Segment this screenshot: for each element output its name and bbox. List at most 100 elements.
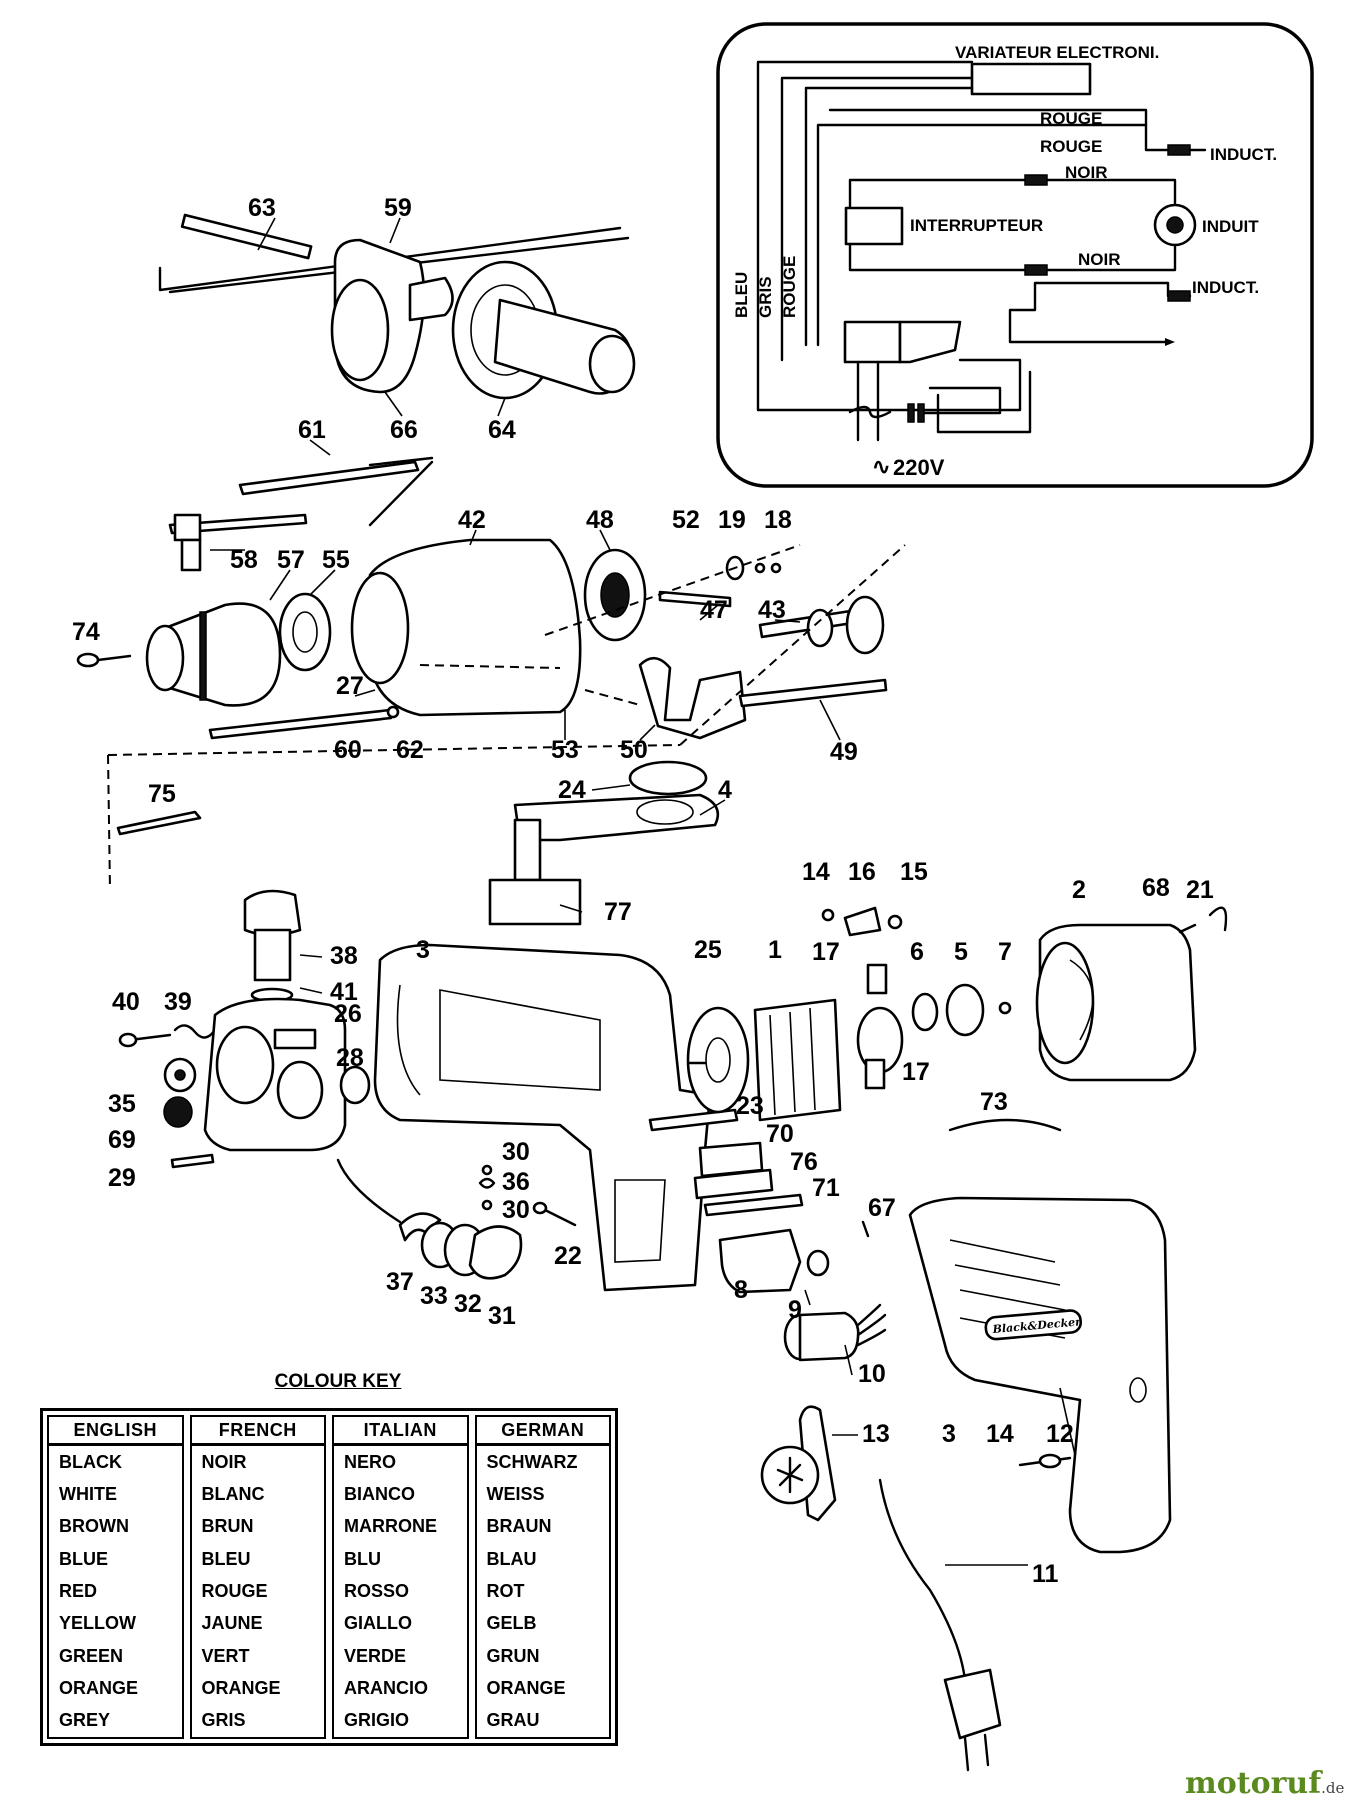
part-number: 63 xyxy=(248,194,276,222)
colour-cell: GRIS xyxy=(201,1710,246,1731)
part-number: 47 xyxy=(700,596,728,624)
part-number: 57 xyxy=(277,546,305,574)
colour-cell: GELB xyxy=(486,1613,537,1634)
site-watermark: motoruf.de xyxy=(1185,1766,1344,1801)
part-number: 8 xyxy=(734,1276,748,1304)
colour-cell: ROUGE xyxy=(201,1580,268,1601)
colour-cell: GRIGIO xyxy=(344,1710,410,1731)
column-header: GERMAN xyxy=(476,1417,609,1446)
colour-cell: GREEN xyxy=(59,1645,124,1666)
part-number: 27 xyxy=(336,672,364,700)
part-number: 39 xyxy=(164,988,192,1016)
colour-key-title: COLOUR KEY xyxy=(274,1371,402,1392)
wire-label-gris: GRIS xyxy=(756,276,775,318)
part-number: 31 xyxy=(488,1302,516,1330)
part-number: 24 xyxy=(558,776,586,804)
part-number: 75 xyxy=(148,780,176,808)
wire-label-rouge-vertical: ROUGE xyxy=(780,256,799,318)
part-number: 37 xyxy=(386,1268,414,1296)
part-number: 23 xyxy=(736,1092,764,1120)
main-body-assembly: Black&Decker xyxy=(116,760,1228,1772)
part-number: 19 xyxy=(718,506,746,534)
part-number: 14 xyxy=(986,1420,1014,1448)
colour-cell: NOIR xyxy=(201,1451,247,1472)
part-number: 13 xyxy=(862,1420,890,1448)
colour-cell: BRUN xyxy=(201,1516,254,1537)
part-number: 33 xyxy=(420,1282,448,1310)
colour-cell: GRUN xyxy=(486,1645,540,1666)
colour-cell: BIANCO xyxy=(344,1483,415,1504)
part-number: 66 xyxy=(390,416,418,444)
part-number: 11 xyxy=(1032,1560,1059,1588)
colour-cell: BRAUN xyxy=(486,1516,552,1537)
part-number: 10 xyxy=(858,1360,886,1388)
part-number: 21 xyxy=(1186,876,1214,904)
part-number: 43 xyxy=(758,596,786,624)
part-number: 35 xyxy=(108,1090,136,1118)
part-number: 42 xyxy=(458,506,486,534)
colour-cell: BROWN xyxy=(59,1516,129,1537)
colour-cell: ORANGE xyxy=(59,1677,139,1698)
colour-cell: WHITE xyxy=(59,1483,117,1504)
wire-label-interrupteur: INTERRUPTEUR xyxy=(910,216,1043,235)
part-number: 17 xyxy=(812,938,840,966)
colour-key-column-french: FRENCH NOIR BLANC BRUN BLEU ROUGE JAUNE … xyxy=(189,1415,326,1739)
part-number: 3 xyxy=(416,936,430,964)
colour-cell: BLACK xyxy=(59,1451,122,1472)
part-number: 36 xyxy=(502,1168,530,1196)
part-number: 5 xyxy=(954,938,968,966)
colour-key-column-german: GERMAN SCHWARZ WEISS BRAUN BLAU ROT GELB… xyxy=(474,1415,611,1739)
colour-cell: VERDE xyxy=(344,1645,407,1666)
colour-cell: YELLOW xyxy=(59,1613,136,1634)
colour-cell: ORANGE xyxy=(486,1677,566,1698)
column-header: ENGLISH xyxy=(49,1417,182,1446)
part-number: 74 xyxy=(72,618,100,646)
part-number: 67 xyxy=(868,1194,896,1222)
leader-lines xyxy=(210,217,1076,1566)
colour-cell: BLANC xyxy=(201,1483,265,1504)
gear-housing-assembly xyxy=(76,456,906,891)
part-number: 60 xyxy=(334,736,362,764)
colour-cell: WEISS xyxy=(486,1483,545,1504)
part-number: 38 xyxy=(330,942,358,970)
wire-label-rouge-2: ROUGE xyxy=(1040,137,1102,156)
part-number: 68 xyxy=(1142,874,1170,902)
colour-cell: ARANCIO xyxy=(344,1677,428,1698)
side-handle-assembly xyxy=(158,213,636,400)
wire-label-inductor-1: INDUCT. xyxy=(1210,145,1277,164)
part-number: 9 xyxy=(788,1296,802,1324)
part-number: 53 xyxy=(551,736,579,764)
colour-cell: ROT xyxy=(486,1580,525,1601)
part-number: 49 xyxy=(830,738,858,766)
wire-label-bleu: BLEU xyxy=(732,272,751,318)
wire-label-variateur: VARIATEUR ELECTRONI. xyxy=(955,43,1159,62)
part-number: 52 xyxy=(672,506,700,534)
part-number: 1 xyxy=(768,936,782,964)
watermark-name: motoruf xyxy=(1185,1766,1322,1801)
colour-cell: JAUNE xyxy=(201,1613,263,1634)
wire-label-rouge-1: ROUGE xyxy=(1040,109,1102,128)
part-number: 2 xyxy=(1072,876,1086,904)
mains-voltage: 220V xyxy=(893,455,945,480)
part-number: 30 xyxy=(502,1196,530,1224)
mains-symbol: ∿ xyxy=(872,454,890,479)
part-number: 77 xyxy=(604,898,632,926)
colour-cell: BLEU xyxy=(201,1548,251,1569)
part-number: 26 xyxy=(334,1000,362,1028)
colour-cell: BLAU xyxy=(486,1548,537,1569)
part-number: 32 xyxy=(454,1290,482,1318)
part-number: 76 xyxy=(790,1148,818,1176)
colour-cell: ROSSO xyxy=(344,1580,410,1601)
colour-key-table: ENGLISH BLACK WHITE BROWN BLUE RED YELLO… xyxy=(40,1408,618,1746)
wire-label-inductor-2: INDUCT. xyxy=(1192,278,1259,297)
colour-cell: VERT xyxy=(201,1645,250,1666)
part-number: 3 xyxy=(942,1420,956,1448)
colour-cell: GREY xyxy=(59,1710,111,1731)
column-header: FRENCH xyxy=(191,1417,324,1446)
colour-key-column-english: ENGLISH BLACK WHITE BROWN BLUE RED YELLO… xyxy=(47,1415,184,1739)
part-number: 28 xyxy=(336,1044,364,1072)
colour-cell: SCHWARZ xyxy=(486,1451,578,1472)
colour-key-column-italian: ITALIAN NERO BIANCO MARRONE BLU ROSSO GI… xyxy=(332,1415,469,1739)
wire-label-induit: INDUIT xyxy=(1202,217,1259,236)
